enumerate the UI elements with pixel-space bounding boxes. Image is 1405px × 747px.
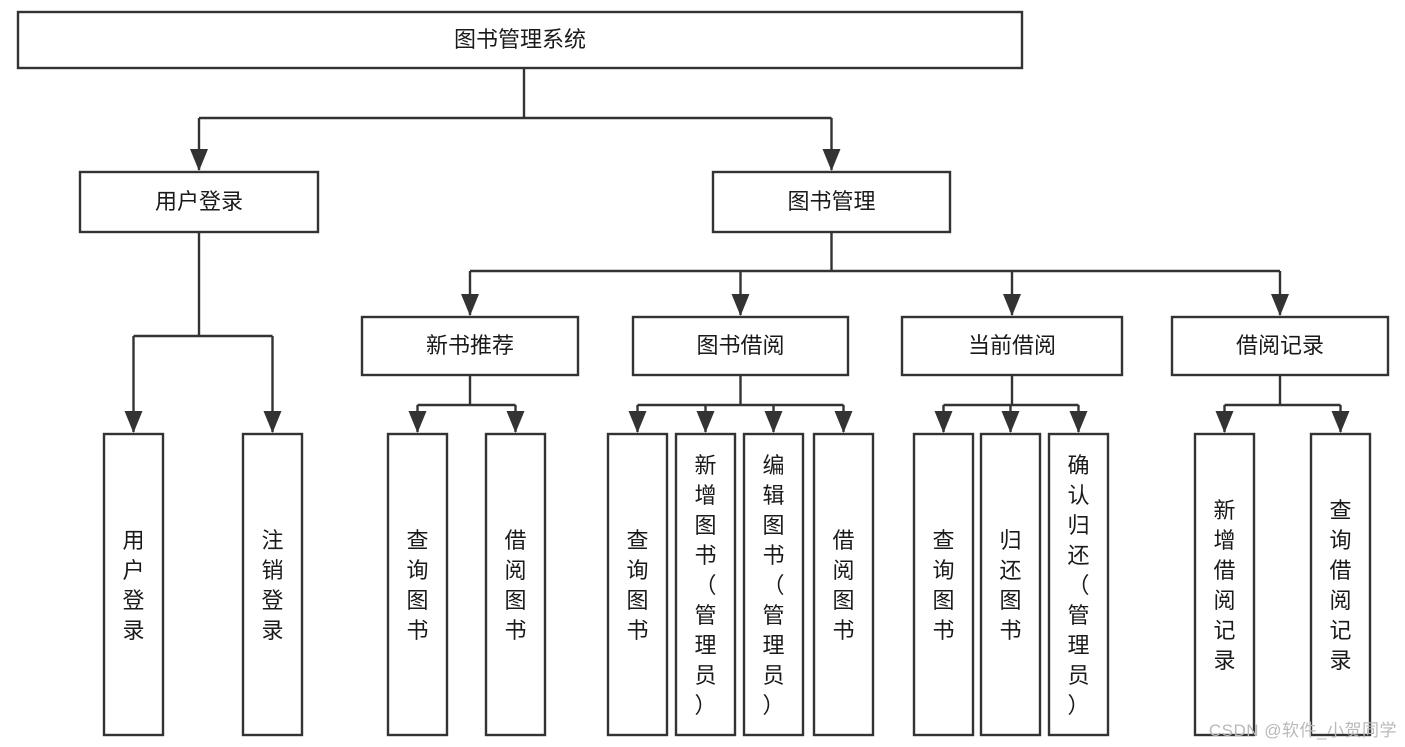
node-borrow-record[interactable]: 借阅记录 [1170, 315, 1390, 377]
node-leaf-add-record[interactable]: 新增借阅记录 [1193, 432, 1256, 737]
arrow-to-new-book-recommend [461, 294, 479, 316]
arrow-to-leaf-borrow-book-1 [506, 411, 525, 433]
node-new-book-recommend-box[interactable] [360, 315, 580, 377]
node-leaf-confirm-return[interactable]: 确认归还（管理员） [1047, 432, 1110, 737]
node-leaf-query-book-1-label: 查询图书 [406, 528, 428, 643]
node-leaf-borrow-book-1-label: 借阅图书 [504, 528, 526, 643]
node-leaf-logout-label: 注销登录 [261, 528, 283, 643]
node-leaf-confirm-return-label: 确认归还（管理员） [1067, 453, 1089, 718]
node-leaf-query-record-label: 查询借阅记录 [1329, 498, 1351, 673]
node-book-manage-box[interactable] [711, 170, 952, 234]
node-book-borrow-box[interactable] [631, 315, 850, 377]
node-leaf-query-book-3[interactable]: 查询图书 [912, 432, 975, 737]
arrow-to-leaf-query-record [1331, 411, 1350, 433]
node-leaf-borrow-book-2-label: 借阅图书 [832, 528, 854, 643]
arrow-to-leaf-confirm-return [1069, 411, 1088, 433]
arrow-to-leaf-add-record [1215, 411, 1234, 433]
csdn-watermark: CSDN @软件_小贺同学 [1208, 721, 1397, 740]
arrow-to-book-borrow [731, 294, 750, 316]
node-current-borrow[interactable]: 当前借阅 [900, 315, 1124, 377]
node-borrow-record-label: 借阅记录 [1236, 333, 1324, 358]
node-leaf-add-book-label: 新增图书（管理员） [694, 453, 716, 718]
node-book-manage[interactable]: 图书管理 [711, 170, 952, 234]
node-leaf-query-book-2-box[interactable] [606, 432, 669, 737]
node-user-login[interactable]: 用户登录 [78, 170, 320, 234]
node-leaf-query-book-3-label: 查询图书 [932, 528, 954, 643]
arrow-to-leaf-user-login [124, 411, 143, 433]
arrow-to-current-borrow [1003, 294, 1021, 316]
node-leaf-borrow-book-2-box[interactable] [812, 432, 875, 737]
node-leaf-add-record-box[interactable] [1193, 432, 1256, 737]
node-root-box[interactable] [16, 10, 1024, 70]
arrow-to-leaf-add-book [696, 411, 715, 433]
node-leaf-logout-box[interactable] [241, 432, 304, 737]
node-leaf-return-book-box[interactable] [979, 432, 1042, 737]
node-leaf-logout[interactable]: 注销登录 [241, 432, 304, 737]
node-root[interactable]: 图书管理系统 [16, 10, 1024, 70]
node-leaf-confirm-return-box[interactable] [1047, 432, 1110, 737]
node-leaf-query-record[interactable]: 查询借阅记录 [1309, 432, 1372, 737]
node-leaf-user-login[interactable]: 用户登录 [102, 432, 165, 737]
node-leaf-edit-book[interactable]: 编辑图书（管理员） [742, 432, 805, 737]
node-borrow-record-box[interactable] [1170, 315, 1390, 377]
node-leaf-add-book[interactable]: 新增图书（管理员） [674, 432, 737, 737]
arrow-to-leaf-return-book [1001, 411, 1020, 433]
node-leaf-query-book-1[interactable]: 查询图书 [386, 432, 449, 737]
node-book-borrow-label: 图书借阅 [696, 333, 784, 358]
node-layer: 图书管理系统用户登录图书管理新书推荐图书借阅当前借阅借阅记录用户登录注销登录查询… [16, 10, 1390, 737]
node-leaf-query-book-1-box[interactable] [386, 432, 449, 737]
node-leaf-query-book-2-label: 查询图书 [626, 528, 648, 643]
arrow-to-leaf-query-book-2 [628, 411, 647, 433]
node-leaf-borrow-book-1-box[interactable] [484, 432, 547, 737]
arrow-to-leaf-query-book-1 [408, 411, 427, 433]
node-leaf-add-book-box[interactable] [674, 432, 737, 737]
node-leaf-user-login-box[interactable] [102, 432, 165, 737]
arrow-to-leaf-query-book-3 [934, 411, 953, 433]
arrow-to-leaf-logout [263, 411, 282, 433]
arrow-to-borrow-record [1271, 294, 1289, 316]
node-leaf-borrow-book-1[interactable]: 借阅图书 [484, 432, 547, 737]
node-leaf-return-book[interactable]: 归还图书 [979, 432, 1042, 737]
node-leaf-edit-book-box[interactable] [742, 432, 805, 737]
node-leaf-query-book-2[interactable]: 查询图书 [606, 432, 669, 737]
node-book-borrow[interactable]: 图书借阅 [631, 315, 850, 377]
node-current-borrow-box[interactable] [900, 315, 1124, 377]
node-leaf-add-record-label: 新增借阅记录 [1213, 498, 1235, 673]
node-new-book-recommend[interactable]: 新书推荐 [360, 315, 580, 377]
connector-layer [124, 68, 1350, 433]
node-new-book-recommend-label: 新书推荐 [426, 333, 514, 358]
arrow-to-book-manage [822, 149, 841, 171]
arrow-to-leaf-edit-book [764, 411, 783, 433]
node-user-login-box[interactable] [78, 170, 320, 234]
node-leaf-edit-book-label: 编辑图书（管理员） [762, 453, 784, 718]
node-leaf-borrow-book-2[interactable]: 借阅图书 [812, 432, 875, 737]
node-leaf-user-login-label: 用户登录 [122, 528, 144, 643]
node-leaf-query-book-3-box[interactable] [912, 432, 975, 737]
arrow-to-leaf-borrow-book-2 [834, 411, 853, 433]
node-book-manage-label: 图书管理 [787, 189, 875, 214]
node-current-borrow-label: 当前借阅 [968, 333, 1056, 358]
node-user-login-label: 用户登录 [155, 189, 243, 214]
node-root-label: 图书管理系统 [454, 27, 586, 52]
node-leaf-query-record-box[interactable] [1309, 432, 1372, 737]
arrow-to-user-login [190, 149, 208, 171]
node-leaf-return-book-label: 归还图书 [999, 528, 1021, 643]
